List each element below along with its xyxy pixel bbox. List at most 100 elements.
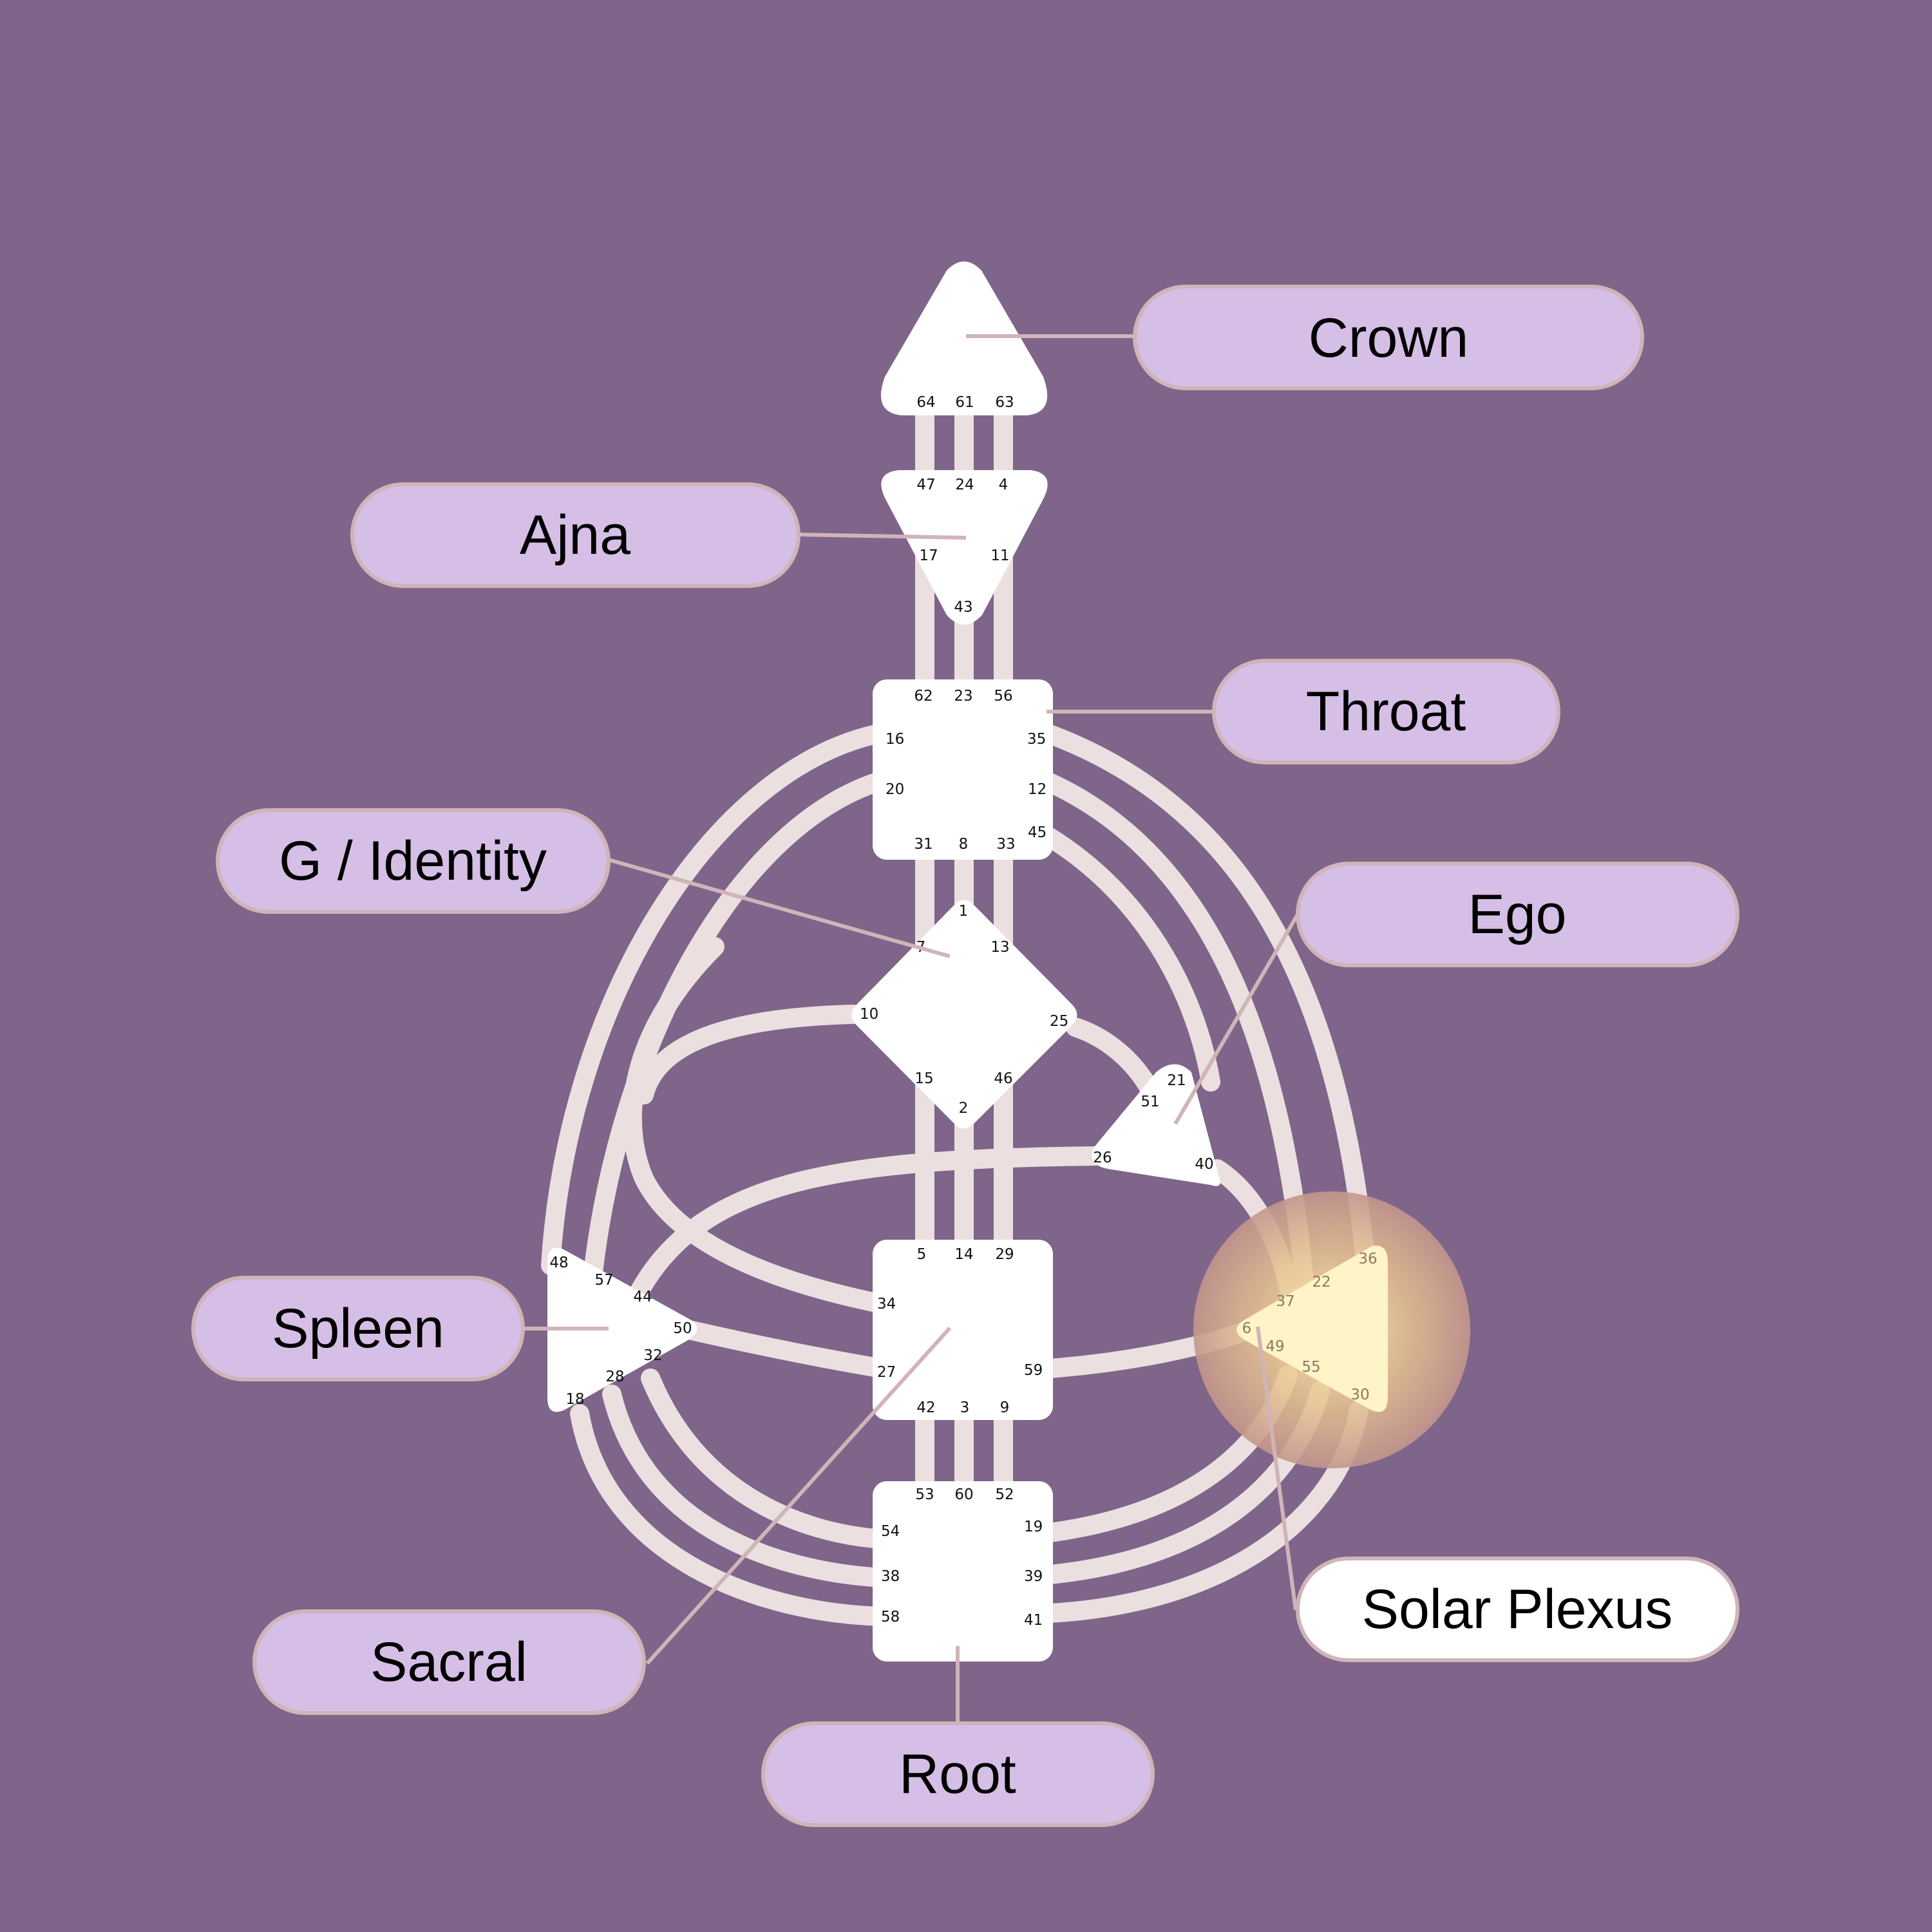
- label-sacral-text: Sacral: [370, 1631, 527, 1693]
- label-solar-plexus[interactable]: Solar Plexus: [1296, 1557, 1739, 1662]
- gate-39: 39: [1024, 1568, 1043, 1585]
- gate-38: 38: [881, 1568, 900, 1585]
- gate-13: 13: [990, 939, 1009, 956]
- gate-4: 4: [999, 477, 1009, 493]
- gate-5: 5: [917, 1246, 927, 1263]
- crown-center[interactable]: 64 61 63: [880, 261, 1048, 415]
- label-spleen[interactable]: Spleen: [191, 1276, 525, 1381]
- channel-50-27: [679, 1320, 892, 1378]
- label-solar-plexus-text: Solar Plexus: [1362, 1578, 1673, 1640]
- gate-20: 20: [886, 781, 904, 798]
- label-g-identity[interactable]: G / Identity: [216, 808, 611, 914]
- gate-42: 42: [916, 1399, 935, 1416]
- channels: [541, 402, 1375, 1626]
- gate-32: 32: [643, 1347, 662, 1364]
- gate-64: 64: [916, 394, 935, 411]
- gate-31: 31: [914, 836, 933, 853]
- gate-16: 16: [886, 731, 904, 748]
- gate-62: 62: [914, 688, 933, 705]
- label-ego[interactable]: Ego: [1296, 862, 1739, 967]
- leader-ego: [1173, 913, 1300, 1125]
- gate-49: 49: [1265, 1338, 1284, 1355]
- ego-center[interactable]: 21 51 26 40: [1092, 1064, 1221, 1186]
- gate-57: 57: [594, 1272, 613, 1289]
- gate-61: 61: [955, 394, 974, 411]
- label-sacral[interactable]: Sacral: [252, 1609, 646, 1715]
- label-ajna[interactable]: Ajna: [350, 482, 800, 588]
- gate-23: 23: [954, 688, 972, 705]
- gate-1: 1: [959, 903, 969, 920]
- gate-59: 59: [1024, 1362, 1043, 1379]
- gate-53: 53: [915, 1486, 934, 1503]
- gate-9: 9: [1000, 1399, 1010, 1416]
- gate-29: 29: [995, 1246, 1014, 1263]
- gate-37: 37: [1276, 1293, 1294, 1310]
- label-ego-text: Ego: [1468, 884, 1566, 945]
- gate-36: 36: [1358, 1251, 1377, 1267]
- label-crown[interactable]: Crown: [1133, 285, 1644, 390]
- gate-24: 24: [955, 477, 974, 493]
- leader-solar-plexus: [1256, 1326, 1298, 1611]
- channel-45-21: [1040, 828, 1220, 1092]
- gate-40: 40: [1195, 1156, 1213, 1173]
- gate-18: 18: [565, 1391, 584, 1408]
- gate-30: 30: [1350, 1387, 1369, 1403]
- root-center[interactable]: 53 60 52 54 19 38 39 58 41: [873, 1481, 1053, 1662]
- spleen-center[interactable]: 48 57 44 50 32 28 18: [547, 1247, 697, 1412]
- gate-41: 41: [1024, 1612, 1043, 1629]
- gate-8: 8: [959, 836, 969, 853]
- channel-32-54: [641, 1368, 892, 1549]
- gate-55: 55: [1302, 1359, 1320, 1376]
- gate-46: 46: [994, 1070, 1012, 1087]
- ajna-center[interactable]: 47 24 4 17 11 43: [881, 470, 1048, 625]
- gate-52: 52: [995, 1486, 1014, 1503]
- solar-plexus-center[interactable]: 36 22 37 6 49 55 30: [1236, 1245, 1388, 1412]
- gate-48: 48: [549, 1255, 568, 1271]
- gate-47: 47: [916, 477, 935, 493]
- gate-6: 6: [1242, 1320, 1252, 1337]
- gate-10: 10: [860, 1006, 878, 1023]
- channel-44-26: [625, 1146, 1104, 1311]
- label-root-text: Root: [899, 1743, 1016, 1805]
- channel-16-48: [541, 724, 886, 1275]
- gate-43: 43: [954, 599, 972, 616]
- gate-63: 63: [995, 394, 1014, 411]
- leader-lines: [525, 334, 1300, 1723]
- gate-3: 3: [960, 1399, 970, 1416]
- label-spleen-text: Spleen: [272, 1298, 444, 1359]
- gate-26: 26: [1093, 1150, 1112, 1166]
- label-root[interactable]: Root: [761, 1721, 1155, 1827]
- gate-33: 33: [996, 836, 1015, 853]
- gate-27: 27: [877, 1364, 896, 1381]
- channel-18-58: [570, 1404, 892, 1626]
- gate-14: 14: [954, 1246, 973, 1263]
- channel-35-36: [1040, 724, 1375, 1269]
- gate-19: 19: [1024, 1519, 1043, 1535]
- label-ajna-text: Ajna: [520, 504, 630, 566]
- gate-22: 22: [1312, 1274, 1331, 1291]
- throat-center[interactable]: 62 23 56 16 35 20 12 31 8 33 45: [873, 679, 1053, 860]
- gate-44: 44: [633, 1289, 652, 1305]
- leader-g: [608, 858, 951, 958]
- gate-54: 54: [881, 1523, 900, 1540]
- leader-ajna: [798, 533, 967, 540]
- channel-10-57: [634, 1005, 863, 1104]
- gate-60: 60: [954, 1486, 973, 1503]
- gate-25: 25: [1050, 1013, 1068, 1030]
- gate-11: 11: [990, 547, 1009, 564]
- gate-58: 58: [881, 1609, 900, 1625]
- gate-12: 12: [1028, 781, 1046, 798]
- channel-28-38: [602, 1385, 892, 1587]
- gate-15: 15: [914, 1070, 933, 1087]
- gate-17: 17: [919, 547, 938, 564]
- g-center[interactable]: 1 7 13 10 25 15 46 2: [851, 900, 1077, 1129]
- gate-34: 34: [877, 1296, 896, 1312]
- gate-35: 35: [1027, 731, 1046, 748]
- gate-56: 56: [994, 688, 1012, 705]
- gate-45: 45: [1028, 824, 1046, 841]
- gate-51: 51: [1141, 1094, 1159, 1110]
- gate-2: 2: [959, 1100, 969, 1117]
- sacral-center[interactable]: 5 14 29 34 27 59 42 3 9: [873, 1240, 1053, 1420]
- label-throat[interactable]: Throat: [1212, 659, 1560, 764]
